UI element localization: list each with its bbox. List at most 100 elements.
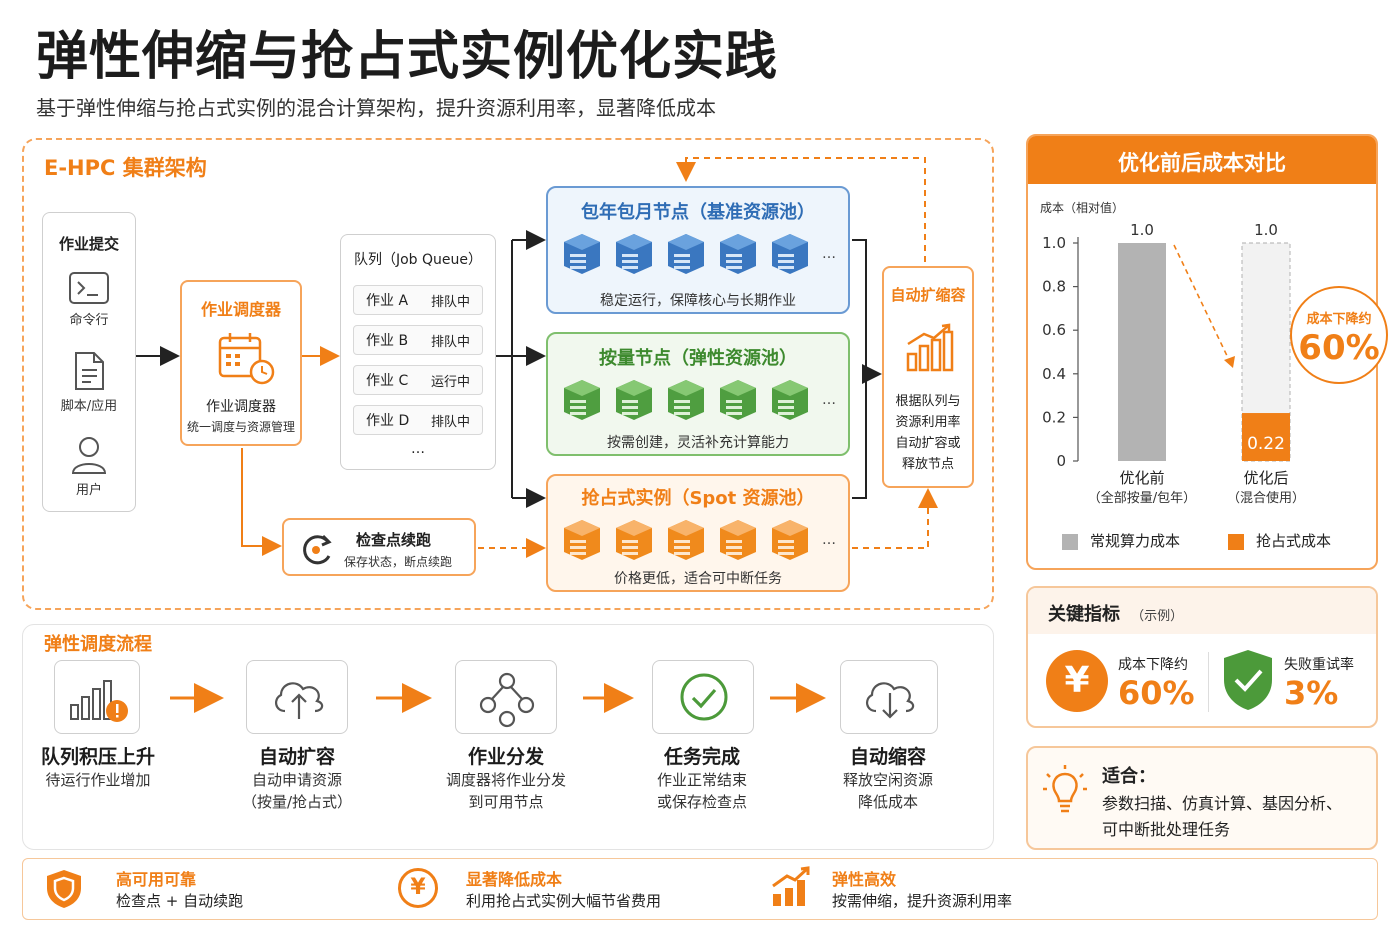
legend-swatch-spot [1228, 533, 1244, 550]
ondemand-pool-title: 按量节点（弹性资源池） [599, 348, 797, 369]
bar-top-label: 1.0 [1254, 221, 1278, 239]
flow-step-title: 自动缩容 [849, 746, 926, 768]
autoscale-title: 自动扩缩容 [890, 286, 966, 304]
scheduler-box[interactable]: 作业调度器 作业调度器 统一调度与资源管理 [180, 280, 302, 446]
ondemand-pool-desc: 按需创建，灵活补充计算能力 [607, 435, 789, 451]
checkpoint-box[interactable]: 检查点续跑 保存状态，断点续跑 [282, 518, 476, 576]
script-icon [75, 352, 104, 390]
reserved-pool[interactable]: 包年包月节点（基准资源池） … 稳定运行，保障核心与长期作业 [546, 186, 850, 314]
flow-step-title: 作业分发 [467, 746, 544, 768]
legend-swatch-regular [1062, 533, 1078, 550]
server-icon [720, 520, 756, 560]
metric-label: 成本下降约 [1118, 657, 1188, 673]
queue-row[interactable]: 作业 B 排队中 [353, 325, 483, 355]
flow-panel [22, 624, 994, 850]
metrics-header-bg [1028, 588, 1376, 634]
server-icon [564, 234, 600, 274]
ondemand-pool[interactable]: 按量节点（弹性资源池） … 按需创建，灵活补充计算能力 [546, 332, 850, 456]
flow-step-card[interactable] [840, 660, 938, 734]
spot-pool-desc: 价格更低，适合可中断任务 [614, 571, 782, 587]
architecture-panel [22, 138, 994, 610]
flow-arrows [170, 683, 826, 713]
server-icon [616, 520, 652, 560]
category-sublabel: （混合使用） [1227, 490, 1305, 506]
calendar-clock-icon [218, 333, 275, 385]
autoscale-desc-2: 资源利用率 [895, 415, 961, 430]
job-name: 作业 A [366, 293, 409, 309]
flow-step-desc: （按量/抢占式） [241, 793, 353, 811]
job-submit-title: 作业提交 [58, 235, 119, 253]
flow-step-card[interactable] [246, 660, 348, 734]
job-status: 排队中 [430, 294, 470, 310]
flow-step-desc: 待运行作业增加 [45, 771, 151, 789]
job-status: 排队中 [430, 334, 470, 350]
ondemand-more: … [822, 392, 836, 408]
flow-step-card[interactable] [54, 660, 140, 734]
category-sublabel: （全部按量/包年） [1088, 490, 1196, 506]
flow-step-card[interactable] [455, 660, 557, 734]
server-icon [720, 234, 756, 274]
suitable-title: 适合： [1102, 766, 1156, 787]
architecture-title: E-HPC 集群架构 [44, 156, 207, 180]
server-icon [668, 234, 704, 274]
footer-desc: 检查点 + 自动续跑 [116, 892, 244, 910]
server-icon [564, 380, 600, 420]
shield-check-icon [1224, 650, 1272, 710]
reserved-pool-title: 包年包月节点（基准资源池） [581, 202, 815, 223]
spot-pool[interactable]: 抢占式实例（Spot 资源池） … 价格更低，适合可中断任务 [546, 474, 850, 592]
drop-arrow-head [1224, 356, 1235, 368]
lightbulb-icon [1043, 765, 1087, 813]
flow-step-desc: 到可用节点 [468, 793, 544, 811]
reserved-pool-desc: 稳定运行，保障核心与长期作业 [600, 293, 796, 309]
suitable-panel: 适合： 参数扫描、仿真计算、基因分析、 可中断批处理任务 [1026, 746, 1378, 850]
flow-step-desc: 调度器将作业分发 [445, 771, 566, 789]
script-label: 脚本/应用 [60, 399, 118, 414]
job-name: 作业 C [366, 373, 409, 389]
script-item[interactable]: 脚本/应用 [43, 351, 135, 414]
yen-icon: ¥ [1046, 650, 1108, 712]
server-icon [616, 380, 652, 420]
y-tick-label: 0.8 [1042, 278, 1066, 296]
y-tick-label: 0.4 [1042, 365, 1066, 383]
scheduler-box-title: 作业调度器 [200, 300, 281, 319]
badge-label: 成本下降约 [1306, 312, 1372, 327]
check-circle-icon [680, 673, 728, 721]
job-submit-box: 作业提交 命令行 脚本/应用 用户 [42, 212, 136, 512]
metrics-note: （示例） [1131, 609, 1184, 624]
user-item[interactable]: 用户 [43, 435, 135, 498]
flow-step-card[interactable] [652, 660, 754, 734]
growth-chart-icon [772, 866, 810, 906]
metric-value: 3% [1284, 674, 1339, 712]
shield-icon [47, 870, 81, 908]
cost-legend-item: 常规算力成本 [1062, 530, 1180, 551]
bar-regular [1118, 243, 1166, 461]
autoscale-box[interactable]: 自动扩缩容 根据队列与 资源利用率 自动扩容或 释放节点 [882, 266, 974, 488]
ondemand-server-group: … [562, 378, 836, 422]
metrics-panel: 关键指标 （示例） ¥ 成本下降约 60% 失败重试率 3% [1026, 586, 1378, 728]
flow-step-desc: 释放空闲资源 [842, 771, 933, 789]
scheduler-desc: 统一调度与资源管理 [186, 420, 295, 434]
suitable-line-1: 参数扫描、仿真计算、基因分析、 [1102, 794, 1343, 813]
reserved-server-group: … [562, 232, 836, 276]
server-icon [772, 234, 808, 274]
footer-desc: 按需伸缩，提升资源利用率 [832, 892, 1013, 910]
server-icon [772, 520, 808, 560]
queue-row[interactable]: 作业 A 排队中 [353, 285, 483, 315]
job-name: 作业 B [366, 333, 409, 349]
terminal-item[interactable]: 命令行 [43, 271, 135, 328]
badge-value: 60% [1298, 328, 1380, 368]
bar-spot [1242, 413, 1290, 461]
metrics-title: 关键指标 （示例） [1048, 600, 1183, 626]
terminal-icon [69, 272, 109, 304]
cloud-upload-icon [275, 682, 324, 719]
flow-step-desc: 降低成本 [857, 793, 918, 811]
queue-more: … [411, 441, 425, 457]
page-subtitle: 基于弹性伸缩与抢占式实例的混合计算架构，提升资源利用率，显著降低成本 [36, 96, 716, 120]
server-icon [720, 380, 756, 420]
yen-circle-icon: ¥ [398, 868, 438, 908]
y-tick-label: 0 [1056, 452, 1066, 470]
